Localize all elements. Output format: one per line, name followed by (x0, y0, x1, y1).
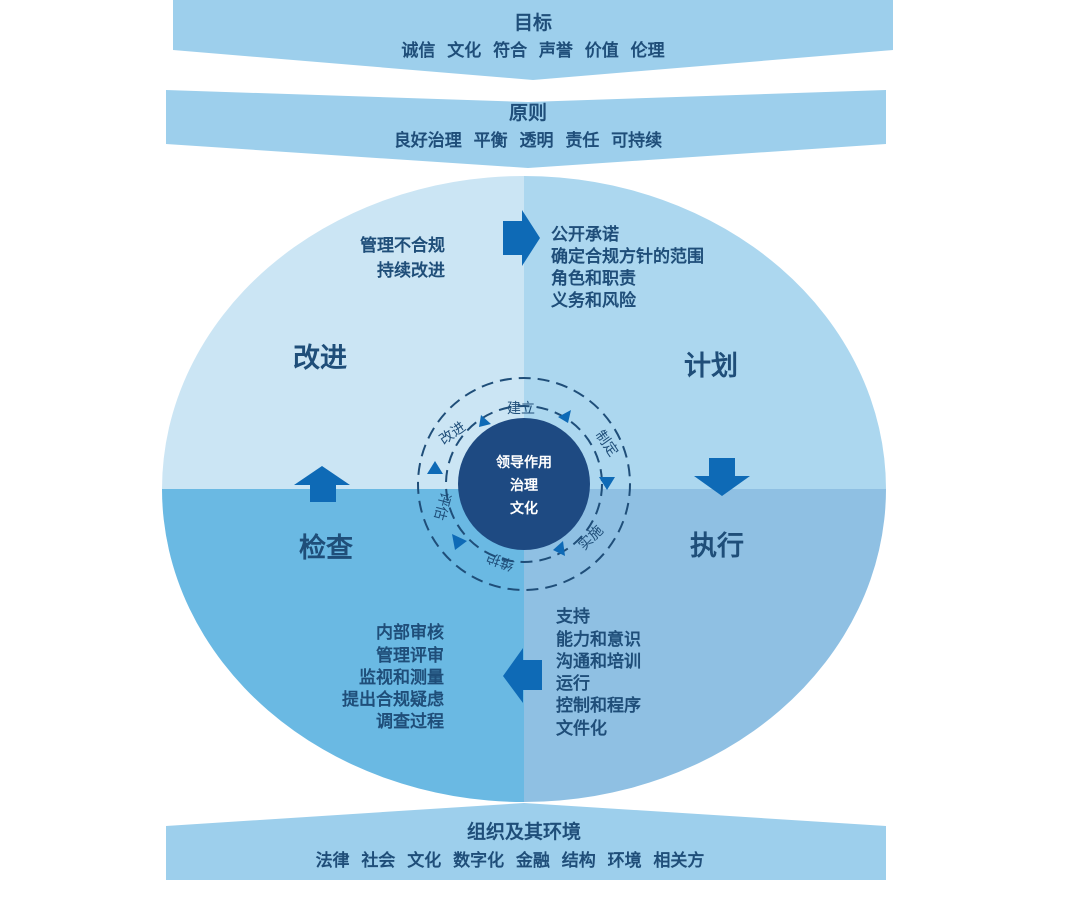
core-governance: 治理 (510, 477, 538, 494)
improve-item: 持续改进 (377, 260, 445, 281)
do-item: 沟通和培训 (556, 651, 641, 672)
ring-arrow-icon (452, 534, 467, 550)
do-item: 支持 (556, 606, 590, 627)
context-title: 组织及其环境 (467, 820, 581, 843)
core-leadership: 领导作用 (496, 454, 552, 471)
check-list: 内部审核 管理评审 监视和测量 提出合规疑虑 调查过程 (342, 622, 444, 732)
improve-item: 管理不合规 (360, 235, 445, 256)
plan-item: 公开承诺 (551, 224, 619, 245)
plan-item: 角色和职责 (551, 268, 636, 289)
do-item: 能力和意识 (556, 629, 641, 650)
plan-item: 确定合规方针的范围 (551, 246, 704, 267)
plan-list: 公开承诺 确定合规方针的范围 角色和职责 义务和风险 (551, 224, 704, 311)
ring-evaluate: 评估 (431, 490, 454, 521)
improve-label: 改进 (293, 343, 347, 374)
ring-establish: 建立 (507, 401, 535, 417)
quadrant-plan (524, 176, 886, 489)
ring-arrow-icon (427, 461, 443, 474)
ring-arrow-icon (553, 541, 565, 556)
check-item: 管理评审 (376, 645, 444, 666)
do-list: 支持 能力和意识 沟通和培训 运行 控制和程序 文件化 (556, 606, 641, 739)
context-banner-shape (166, 803, 886, 880)
principles-items: 良好治理 平衡 透明 责任 可持续 (394, 130, 662, 151)
core-circle (458, 418, 590, 550)
plan-label: 计划 (684, 351, 738, 382)
arrow-up-icon (294, 466, 350, 502)
do-item: 控制和程序 (556, 695, 641, 716)
arrow-right-icon (503, 210, 540, 266)
core-culture: 文化 (510, 500, 538, 517)
arrow-down-icon (694, 458, 750, 496)
goals-banner: 目标 诚信 文化 符合 声誉 价值 伦理 (173, 0, 893, 80)
principles-banner: 原则 良好治理 平衡 透明 责任 可持续 (166, 90, 886, 168)
check-item: 提出合规疑虑 (342, 689, 444, 710)
ring-arrow-icon (479, 415, 491, 427)
outer-dashed-ring (417, 377, 631, 591)
goals-items: 诚信 文化 符合 声誉 价值 伦理 (401, 40, 664, 61)
check-item: 调查过程 (376, 711, 444, 732)
do-item: 运行 (556, 673, 590, 694)
arrow-left-icon (503, 648, 542, 703)
check-item: 内部审核 (376, 622, 444, 643)
ring-arrow-icon (599, 477, 615, 490)
do-item: 文件化 (556, 718, 607, 739)
improve-list: 管理不合规 持续改进 (360, 235, 445, 281)
check-label: 检查 (299, 532, 353, 564)
plan-item: 义务和风险 (551, 290, 637, 311)
context-items: 法律 社会 文化 数字化 金融 结构 环境 相关方 (316, 850, 705, 871)
goals-banner-shape (173, 0, 893, 80)
ring-arrow-icon (558, 410, 571, 423)
inner-dashed-ring (445, 405, 603, 563)
quadrant-improve (162, 176, 524, 489)
goals-title: 目标 (514, 12, 552, 34)
do-label: 执行 (690, 530, 744, 562)
check-item: 监视和测量 (359, 667, 444, 688)
context-banner: 组织及其环境 法律 社会 文化 数字化 金融 结构 环境 相关方 (166, 803, 886, 880)
principles-title: 原则 (509, 102, 547, 124)
principles-banner-shape (166, 90, 886, 168)
